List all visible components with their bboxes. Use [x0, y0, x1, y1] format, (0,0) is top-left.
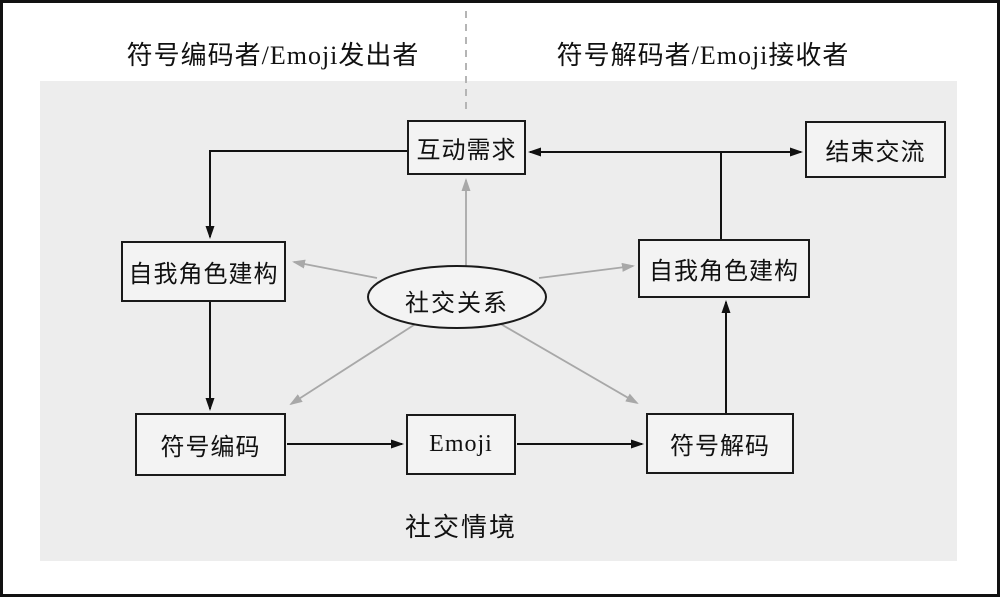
- node-emoji-label: Emoji: [429, 431, 493, 457]
- node-symbol-encoding: 符号编码: [135, 413, 286, 476]
- node-self-role-encoder: 自我角色建构: [121, 241, 286, 302]
- node-symbol-encoding-label: 符号编码: [160, 435, 261, 461]
- node-end-communication-label: 结束交流: [825, 140, 926, 166]
- node-symbol-decoding-label: 符号解码: [670, 434, 770, 460]
- social-relation-label: 社交关系: [405, 291, 509, 317]
- node-self-role-encoder-label: 自我角色建构: [128, 262, 279, 288]
- node-symbol-decoding: 符号解码: [646, 413, 794, 474]
- node-self-role-decoder: 自我角色建构: [638, 239, 810, 298]
- node-interaction-need-label: 互动需求: [416, 138, 517, 164]
- decoder-side-label: 符号解码者/Emoji接收者: [556, 41, 850, 70]
- node-emoji: Emoji: [406, 414, 516, 475]
- encoder-side-label: 符号编码者/Emoji发出者: [126, 41, 420, 70]
- node-self-role-decoder-label: 自我角色建构: [649, 259, 799, 285]
- node-end-communication: 结束交流: [805, 121, 946, 178]
- social-context-label: 社交情境: [404, 513, 517, 542]
- node-interaction-need: 互动需求: [407, 120, 526, 175]
